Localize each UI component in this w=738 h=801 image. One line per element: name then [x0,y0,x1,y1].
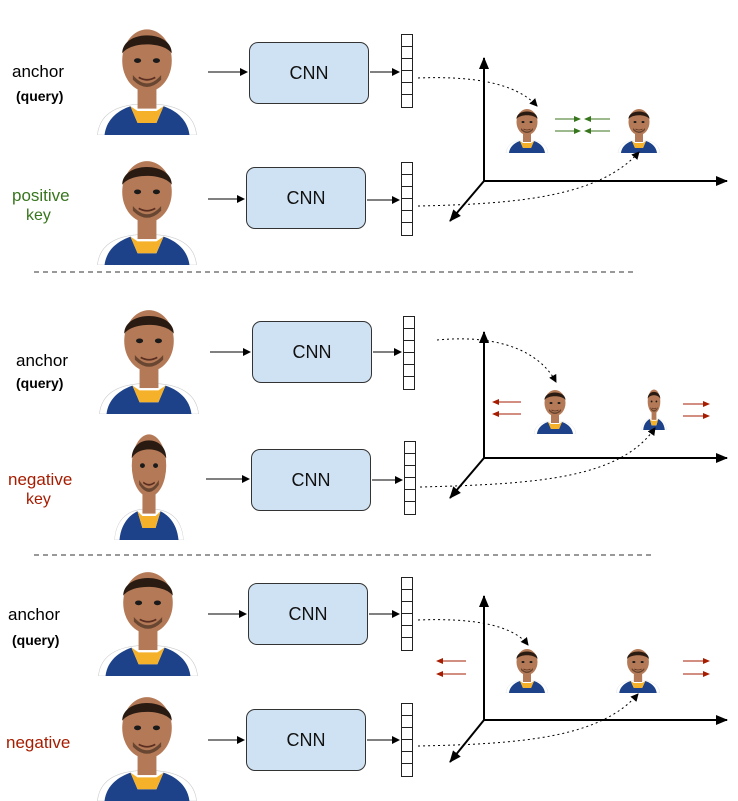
negative-embedding-thumb [639,384,669,430]
portrait-photo-icon [88,15,206,135]
embedding-vector-icon [401,162,413,236]
negative-embedding-thumb [612,643,664,693]
3d-axes-icon [449,57,728,222]
portrait-photo-icon [639,384,669,430]
repel-arrows [436,658,710,677]
portrait-photo-icon [502,643,552,693]
repel-arrows [492,399,710,419]
anchor-photo [90,296,208,414]
anchor-photo [88,15,206,135]
key-label: key [26,491,51,508]
negative-label: negative [6,733,71,752]
embedding-vector-icon [403,316,415,390]
projection-curve [417,693,639,747]
query-label: (query) [12,632,60,648]
anchor-embedding-thumb [502,643,552,693]
negative-photo [88,683,206,801]
portrait-photo-icon [88,683,206,801]
embedding-vector-icon [401,577,413,651]
portrait-photo-icon [502,103,552,153]
anchor-label: anchor [12,62,64,81]
attract-arrows [555,116,610,134]
anchor-embedding-thumb [502,103,552,153]
query-label: (query) [16,375,64,391]
positive-label: positive [12,186,70,205]
query-label: (query) [16,88,64,104]
embedding-vector-icon [404,441,416,515]
projection-curve [417,619,529,646]
cnn-box: CNN [249,42,369,104]
cnn-box: CNN [246,709,366,771]
portrait-photo-icon [108,420,190,540]
embedding-vector-icon [401,703,413,777]
portrait-photo-icon [530,384,580,434]
cnn-box: CNN [252,321,372,383]
3d-axes-icon [449,331,728,499]
embedding-vector-icon [401,34,413,108]
anchor-embedding-thumb [530,384,580,434]
negative-label: negative [8,470,73,489]
3d-axes-icon [449,595,728,763]
cnn-box: CNN [246,167,366,229]
key-label: key [26,207,51,224]
negative-photo [108,420,190,540]
portrait-photo-icon [88,147,206,265]
portrait-photo-icon [90,296,208,414]
positive-embedding-thumb [614,103,664,153]
cnn-box: CNN [248,583,368,645]
projection-curve [419,427,656,488]
projection-curve [436,338,557,383]
projection-curve [417,77,538,107]
portrait-photo-icon [89,558,207,676]
portrait-photo-icon [614,103,664,153]
projection-curve [417,151,640,207]
anchor-photo [89,558,207,676]
anchor-label: anchor [16,351,68,370]
cnn-box: CNN [251,449,371,511]
portrait-photo-icon [612,643,664,693]
positive-photo [88,147,206,265]
anchor-label: anchor [8,605,60,624]
